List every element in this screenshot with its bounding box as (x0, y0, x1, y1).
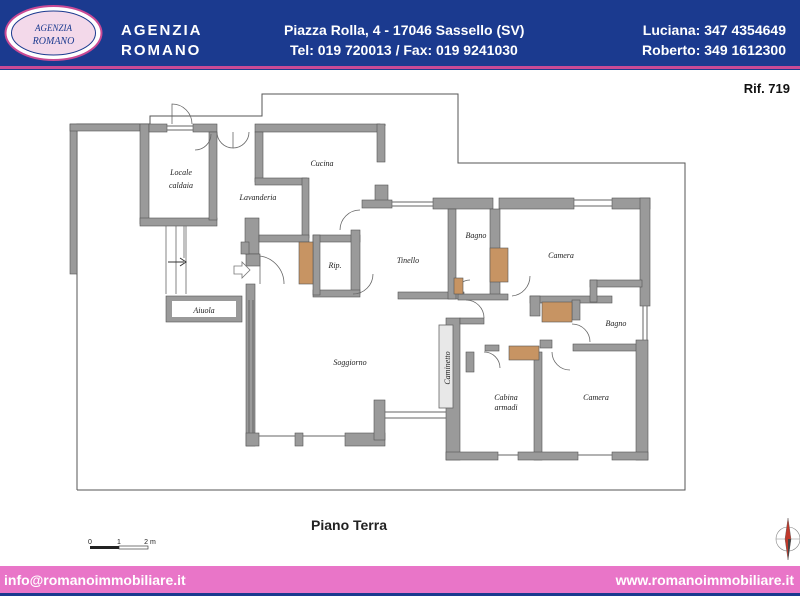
label-caminetto: Caminetto (443, 351, 452, 384)
label-lavanderia: Lavanderia (239, 193, 277, 202)
label-caldaia: caldaia (169, 181, 193, 190)
windows (167, 124, 648, 456)
brand-line2: ROMANO (121, 42, 202, 59)
label-cucina: Cucina (310, 159, 333, 168)
label-rip: Rip. (327, 261, 341, 270)
agency-logo: AGENZIA ROMANO (4, 5, 103, 61)
hall-arrow-icon (233, 261, 251, 279)
label-armadi: armadi (494, 403, 517, 412)
footer-accent-line (0, 593, 800, 596)
label-aiuola: Aiuola (192, 306, 214, 315)
svg-text:ROMANO: ROMANO (32, 36, 75, 47)
door-swings (171, 103, 591, 371)
entrance-arrow (168, 257, 187, 267)
header-banner: AGENZIA ROMANO AGENZIA ROMANO Piazza Rol… (0, 0, 800, 70)
svg-text:0: 0 (88, 539, 92, 546)
label-locale: Locale (169, 168, 192, 177)
agency-address: Piazza Rolla, 4 - 17046 Sassello (SV) (284, 22, 525, 38)
footer-banner: info@romanoimmobiliare.it www.romanoimmo… (0, 566, 800, 593)
svg-text:AGENZIA: AGENZIA (34, 23, 73, 33)
floor-plan: Locale caldaia Lavanderia Cucina Rip. Ti… (69, 93, 686, 491)
header-accent-line (0, 66, 800, 69)
label-soggiorno: Soggiorno (333, 358, 366, 367)
phone-roberto: Roberto: 349 1612300 (642, 42, 786, 58)
label-tinello: Tinello (397, 256, 419, 265)
label-cabina: Cabina (494, 393, 518, 402)
label-bagno-2: Bagno (606, 319, 627, 328)
caminetto-hearth (438, 324, 454, 409)
email-link[interactable]: info@romanoimmobiliare.it (4, 572, 186, 588)
agency-tel-fax: Tel: 019 720013 / Fax: 019 9241030 (290, 42, 518, 58)
reference-code: Rif. 719 (743, 81, 790, 96)
entrance-steps (165, 226, 187, 294)
brand-line1: AGENZIA (121, 22, 203, 39)
aiuola-planter-inner (172, 301, 236, 317)
svg-text:2 m: 2 m (144, 539, 156, 546)
door-blocks (298, 241, 573, 361)
website-link[interactable]: www.romanoimmobiliare.it (615, 572, 794, 588)
walls (69, 123, 651, 461)
svg-text:1: 1 (117, 539, 121, 546)
label-camera-2: Camera (583, 393, 609, 402)
floor-caption: Piano Terra (311, 517, 387, 533)
label-bagno-1: Bagno (466, 231, 487, 240)
compass-rose-icon (775, 517, 800, 561)
phone-luciana: Luciana: 347 4354649 (642, 22, 786, 38)
label-camera-1: Camera (548, 251, 574, 260)
scale-bar: 0 1 2 m (88, 539, 156, 550)
